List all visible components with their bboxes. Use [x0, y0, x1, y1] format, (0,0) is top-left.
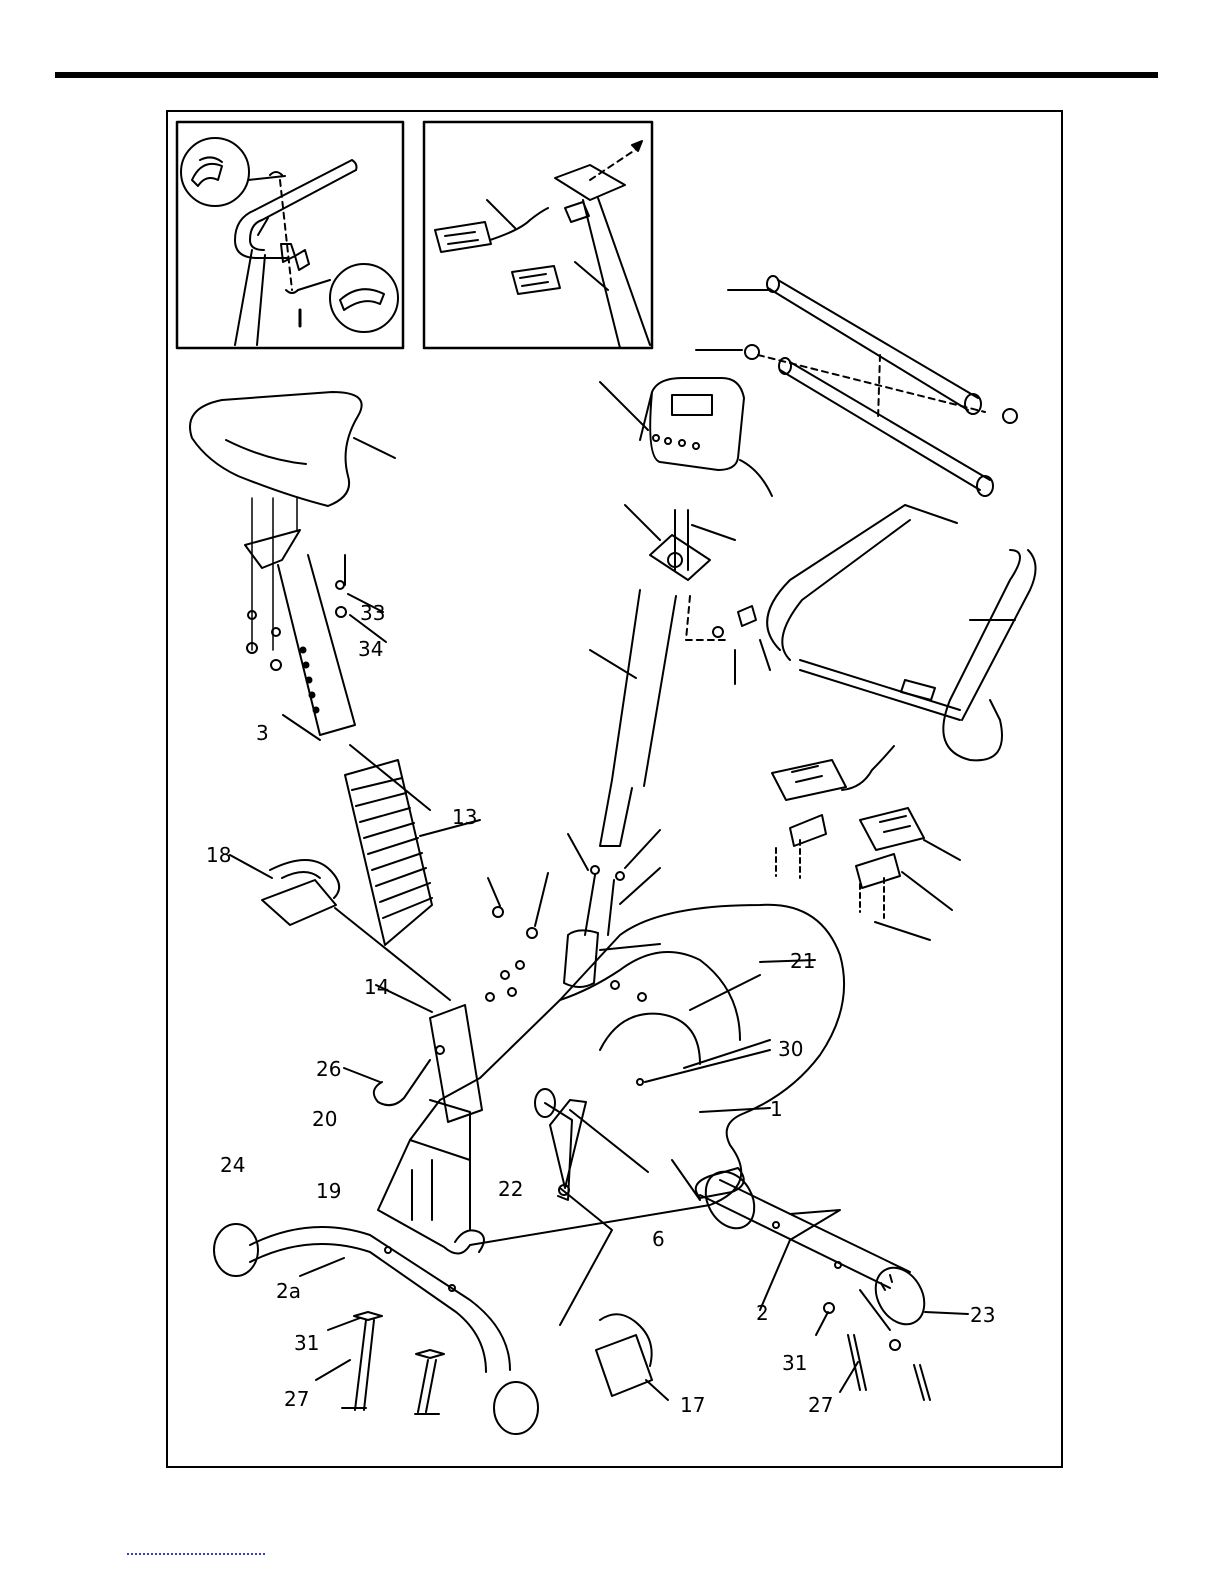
label-27-right: 27 [808, 1393, 833, 1417]
handlebar-post [590, 505, 770, 846]
label-26: 26 [316, 1057, 341, 1081]
label-2: 2 [756, 1301, 769, 1325]
label-34: 34 [358, 637, 383, 661]
label-3: 3 [256, 721, 269, 745]
label-2a: 2a [276, 1279, 301, 1303]
label-6: 6 [652, 1227, 665, 1251]
label-27-left: 27 [284, 1387, 309, 1411]
pulse-grips [772, 746, 960, 918]
label-33: 33 [360, 601, 385, 625]
crank [550, 1100, 648, 1325]
label-31-right: 31 [782, 1351, 807, 1375]
inset-pulse-sensor [424, 122, 652, 348]
seat-bracket [344, 985, 482, 1122]
saddle [190, 392, 395, 506]
handlebar [767, 505, 1035, 760]
label-13: 13 [452, 805, 477, 829]
rear-stabilizer [214, 1224, 538, 1434]
front-stabilizer [672, 1160, 968, 1333]
label-1: 1 [770, 1097, 783, 1121]
left-pedal [230, 855, 450, 1000]
label-30: 30 [778, 1037, 803, 1061]
label-17: 17 [680, 1393, 705, 1417]
inset-handlebar-clamp [177, 122, 403, 348]
label-18: 18 [206, 843, 231, 867]
seat-post [245, 498, 430, 810]
right-pedal [596, 1314, 668, 1400]
label-19: 19 [316, 1179, 341, 1203]
label-23: 23 [970, 1303, 995, 1327]
label-31-left: 31 [294, 1331, 319, 1355]
console [600, 378, 772, 496]
label-24: 24 [220, 1153, 245, 1177]
main-frame [378, 905, 844, 1254]
right-hardware [816, 1303, 930, 1400]
label-22: 22 [498, 1177, 523, 1201]
label-21: 21 [790, 949, 815, 973]
front-tube-hardware [486, 830, 930, 1001]
bellows-cover [345, 760, 480, 945]
label-14: 14 [364, 975, 389, 999]
label-20: 20 [312, 1107, 337, 1131]
